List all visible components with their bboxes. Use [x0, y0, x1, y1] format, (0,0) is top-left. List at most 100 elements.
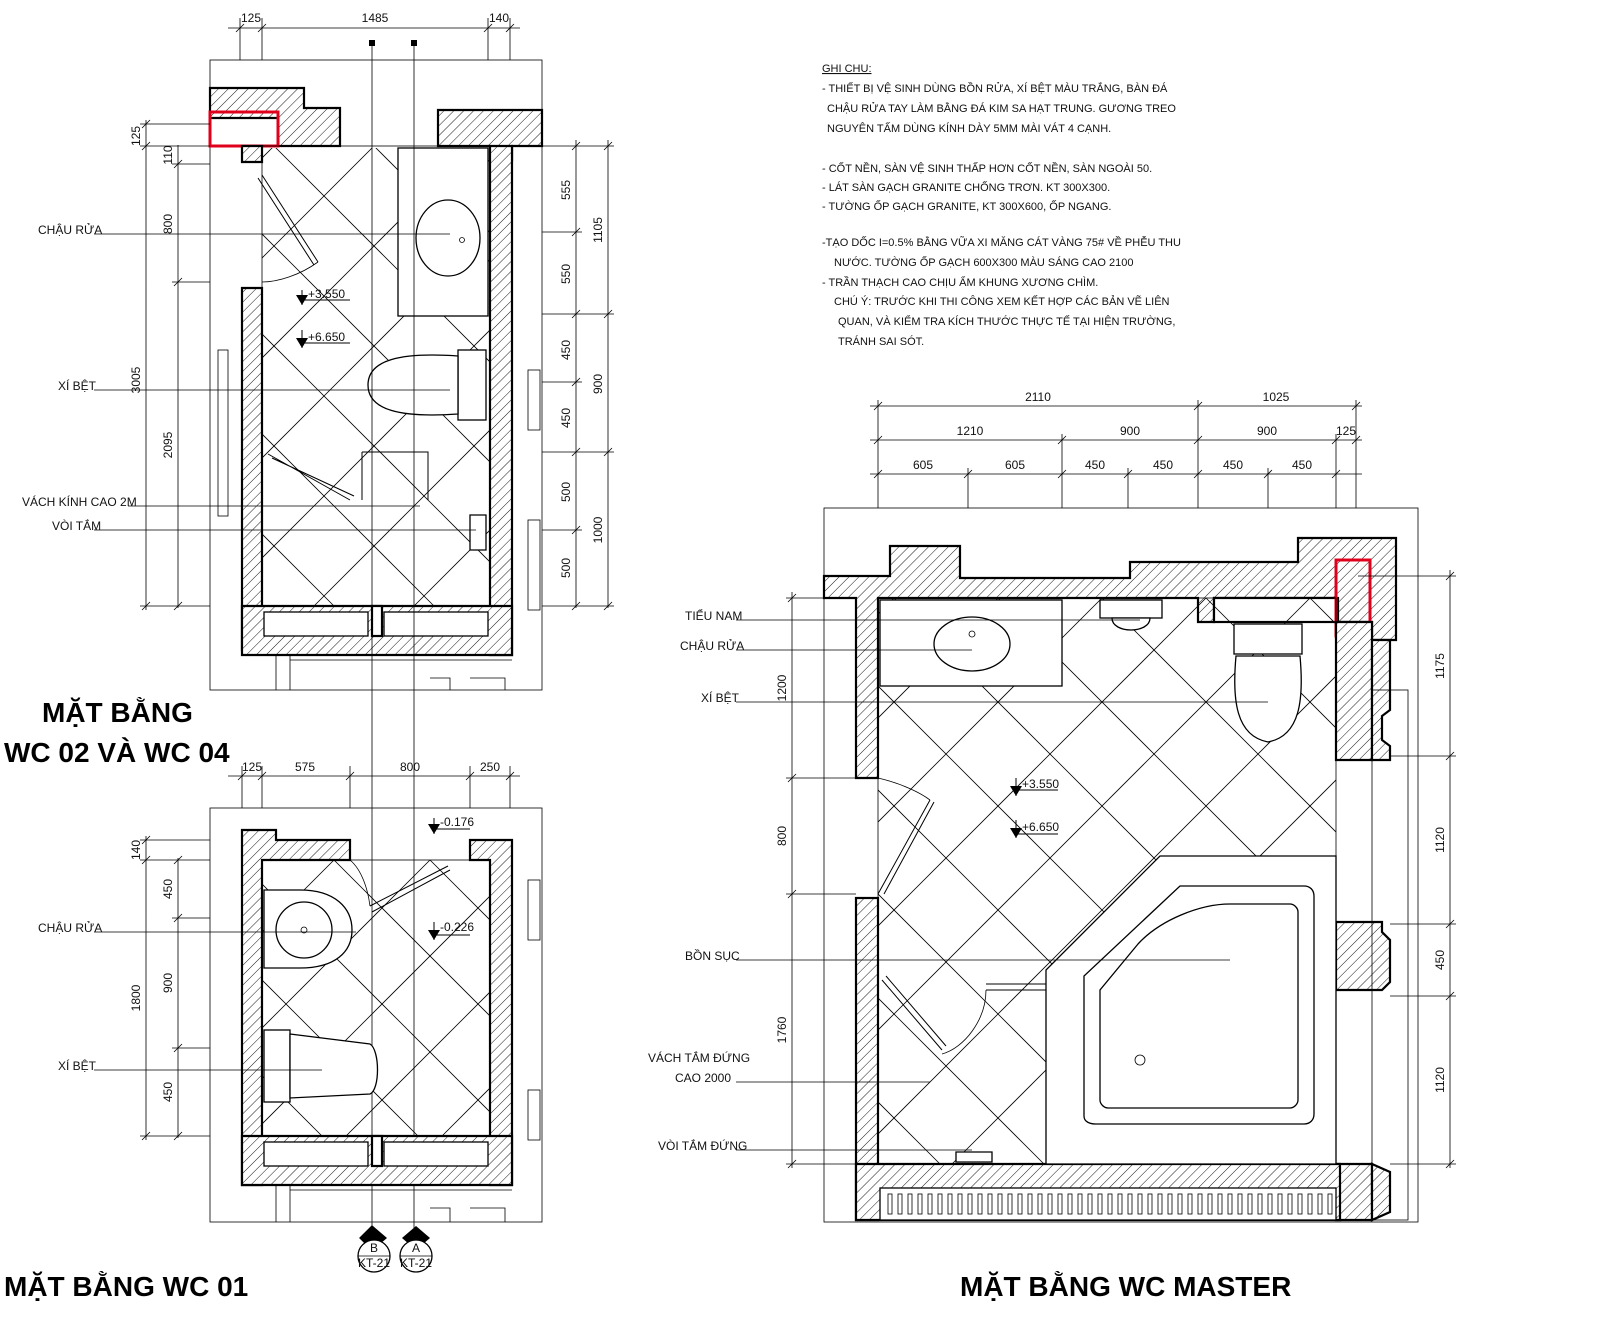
- tile-line: [1574, 146, 1618, 606]
- tile-line: [262, 229, 490, 459]
- vent-slot: [1227, 1193, 1233, 1215]
- svg-text:1175: 1175: [1433, 653, 1447, 679]
- section-marker-b: B KT-21: [357, 1225, 391, 1273]
- svg-text:450: 450: [1433, 950, 1447, 970]
- vent-slot: [1177, 1193, 1183, 1215]
- svg-text:450: 450: [559, 340, 573, 360]
- sink-drain: [968, 630, 976, 638]
- level-mark: +3.550: [296, 287, 350, 305]
- tile-line: [0, 860, 34, 1136]
- tile-line: [1101, 598, 1336, 833]
- tile-line: [0, 146, 234, 606]
- svg-text:450: 450: [161, 879, 175, 899]
- svg-text:1025: 1025: [1263, 390, 1290, 404]
- svg-text:+3.550: +3.550: [308, 287, 345, 301]
- tile-line: [878, 598, 1103, 823]
- label-sink: CHẬU RỬA: [680, 638, 744, 653]
- tile-line: [614, 146, 1074, 606]
- sink-basin: [415, 199, 481, 277]
- wall: [468, 838, 514, 1187]
- vent-slot: [967, 1193, 973, 1215]
- label-toilet: XÍ BỆT: [701, 690, 740, 705]
- shower-door-swing: [941, 989, 987, 1055]
- section-mark: [411, 40, 417, 46]
- wall: [1370, 638, 1392, 762]
- tile-line: [1472, 598, 1618, 1164]
- tile-line: [429, 860, 490, 921]
- tile-line: [441, 1087, 490, 1136]
- svg-text:900: 900: [161, 973, 175, 993]
- urinal-plate: [1099, 599, 1163, 619]
- plan-frame: [209, 807, 543, 1223]
- vent-slot: [1077, 1193, 1083, 1215]
- vent-slot: [1157, 1193, 1163, 1215]
- label-urinal: TIỂU NAM: [685, 608, 742, 623]
- svg-text:1485: 1485: [362, 11, 389, 25]
- vent-slot: [1117, 1193, 1123, 1215]
- svg-text:125: 125: [242, 760, 262, 774]
- tile-line: [878, 675, 1336, 1135]
- note-line: CHẬU RỬA TAY LÀM BẰNG ĐÁ KIM SA HẠT TRUN…: [827, 102, 1176, 115]
- svg-text:2110: 2110: [1025, 390, 1051, 404]
- plan-wc02-wc04: +3.550 +6.650 125 1485 140 125 3005 110 …: [0, 11, 1618, 1240]
- label-shower: VÒI TẮM: [52, 518, 101, 533]
- label-shower-screen: VÁCH TẮM ĐỨNG: [648, 1050, 750, 1065]
- door-swing: [349, 859, 371, 907]
- vent-slot: [1087, 1193, 1093, 1215]
- label-toilet: XÍ BỆT: [58, 1058, 97, 1073]
- level-mark: +6.650: [1010, 820, 1059, 838]
- niche: [263, 1141, 369, 1167]
- tile-line: [262, 148, 373, 259]
- tile-line: [1518, 598, 1618, 1164]
- svg-text:450: 450: [1153, 458, 1173, 472]
- dimension-left: 125 3005 110 800 2095: [129, 119, 210, 611]
- svg-text:140: 140: [489, 11, 509, 25]
- dimension-top: 125 1485 140: [228, 11, 520, 60]
- room-outline: [261, 145, 491, 607]
- tile-line: [0, 146, 34, 606]
- tile-line: [0, 598, 62, 1164]
- vent-slot: [1257, 1193, 1263, 1215]
- wall-block: [527, 1089, 541, 1141]
- urinal-bowl: [1111, 617, 1151, 631]
- vent-slot: [1297, 1193, 1303, 1215]
- tile-line: [674, 146, 1134, 606]
- label-shower: VÒI TẮM ĐỨNG: [658, 1138, 747, 1153]
- wall: [1334, 620, 1374, 762]
- tile-line: [0, 860, 226, 1136]
- door-swing: [261, 261, 319, 283]
- vent-slot: [1017, 1193, 1023, 1215]
- vent-slot: [1147, 1193, 1153, 1215]
- tile-line: [262, 433, 435, 607]
- svg-text:450: 450: [1085, 458, 1105, 472]
- tile-line: [538, 860, 814, 1136]
- vent-slot: [977, 1193, 983, 1215]
- tile-line: [262, 333, 490, 563]
- svg-text:575: 575: [295, 760, 315, 774]
- wall: [240, 828, 352, 1187]
- svg-text:3005: 3005: [129, 366, 143, 393]
- vent-slot: [907, 1193, 913, 1215]
- wall: [370, 604, 384, 638]
- svg-text:800: 800: [775, 826, 789, 846]
- dimension-top: 2110 1025 1210 900 900 125 605 605 450 4…: [870, 390, 1362, 508]
- tile-line: [0, 598, 166, 1164]
- dimension-right: 1175 1120 450 1120: [1358, 570, 1456, 1169]
- label-sink: CHẬU RỬA: [38, 222, 102, 237]
- glass-window: [217, 349, 229, 517]
- niche: [263, 611, 369, 637]
- tile-line: [0, 598, 270, 1164]
- svg-text:450: 450: [559, 408, 573, 428]
- svg-text:800: 800: [400, 760, 420, 774]
- note-line: - CỐT NỀN, SÀN VỆ SINH THẤP HƠN CỐT NỀN,…: [822, 161, 1152, 175]
- vent-slot: [1237, 1193, 1243, 1215]
- dimension-top: 125 575 800 250: [228, 760, 520, 808]
- svg-text:B: B: [370, 1241, 378, 1255]
- wall-block: [527, 369, 541, 431]
- vent-slot: [987, 1193, 993, 1215]
- tile-line: [1576, 598, 1618, 1164]
- plan-frame: [209, 59, 543, 691]
- vent-slot: [1067, 1193, 1073, 1215]
- label-glass-screen: VÁCH KÍNH CAO 2M: [22, 494, 137, 509]
